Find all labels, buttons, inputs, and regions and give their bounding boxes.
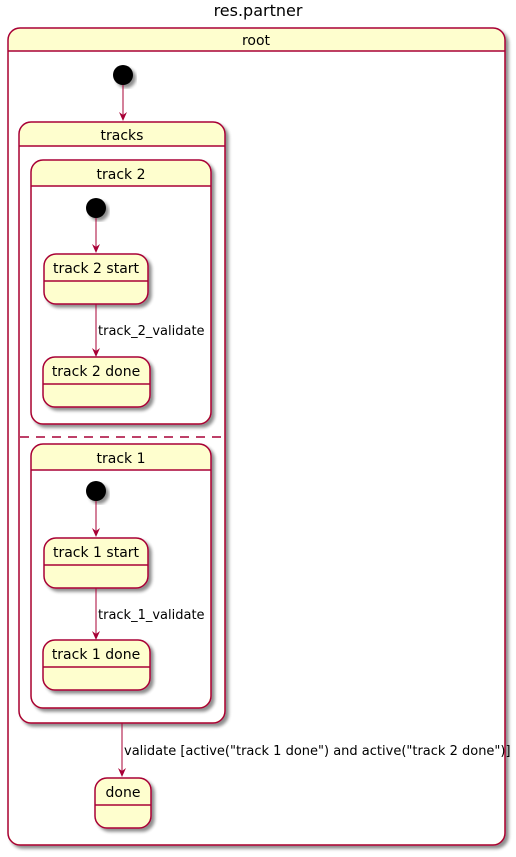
validate-transition-label: validate [active("track 1 done") and act…	[124, 744, 511, 759]
state-track-1-label: track 1	[97, 451, 146, 467]
diagram-title: res.partner	[213, 1, 303, 20]
track-2-validate-label: track_2_validate	[98, 324, 205, 339]
track-1-initial-state	[86, 481, 106, 501]
root-initial-state	[113, 65, 133, 85]
state-tracks-label: tracks	[101, 128, 144, 144]
state-track-1-done: track 1 done	[42, 639, 151, 691]
state-root-label: root	[242, 33, 271, 49]
state-track-2-done: track 2 done	[42, 356, 151, 408]
state-track-2-start: track 2 start	[43, 253, 149, 305]
state-track-2-done-label: track 2 done	[52, 364, 140, 380]
track-1-validate-label: track_1_validate	[98, 608, 205, 623]
state-track-2-start-label: track 2 start	[53, 261, 140, 277]
state-track-1-done-label: track 1 done	[52, 647, 140, 663]
state-track-2-label: track 2	[97, 167, 146, 183]
state-track-1-start: track 1 start	[43, 537, 149, 589]
track-2-initial-state	[86, 198, 106, 218]
state-done: done	[94, 777, 152, 829]
state-done-label: done	[106, 785, 141, 801]
state-track-1-start-label: track 1 start	[53, 545, 140, 561]
